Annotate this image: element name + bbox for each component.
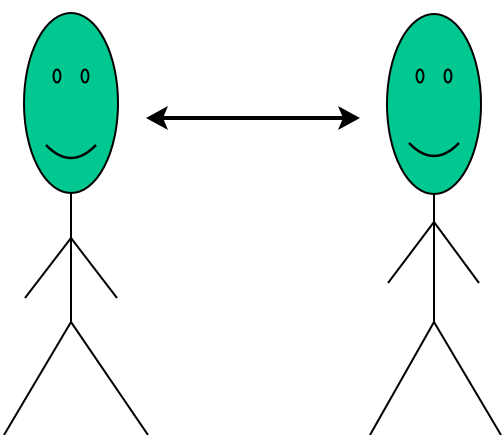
- right-person-head: [386, 13, 482, 195]
- right-person-left-leg: [369, 321, 435, 435]
- left-person: [3, 12, 149, 435]
- left-person-right-eye: [80, 68, 90, 84]
- left-person-right-leg: [70, 321, 149, 435]
- arrow-head-left: [146, 106, 168, 130]
- right-person-right-eye: [443, 68, 453, 84]
- left-person-smile: [45, 144, 97, 160]
- right-person-smile: [408, 142, 460, 158]
- right-person-right-arm: [433, 221, 480, 284]
- right-person-left-eye: [415, 68, 425, 84]
- left-person-left-arm: [24, 237, 72, 299]
- left-person-left-eye: [52, 68, 62, 84]
- arrow-head-right: [338, 106, 360, 130]
- double-arrow-icon: [146, 106, 360, 130]
- right-person-left-arm: [387, 221, 435, 284]
- right-person-right-leg: [433, 321, 502, 435]
- right-person: [369, 13, 502, 435]
- left-person-right-arm: [70, 237, 118, 299]
- left-person-head: [23, 12, 119, 194]
- left-person-left-leg: [3, 321, 72, 435]
